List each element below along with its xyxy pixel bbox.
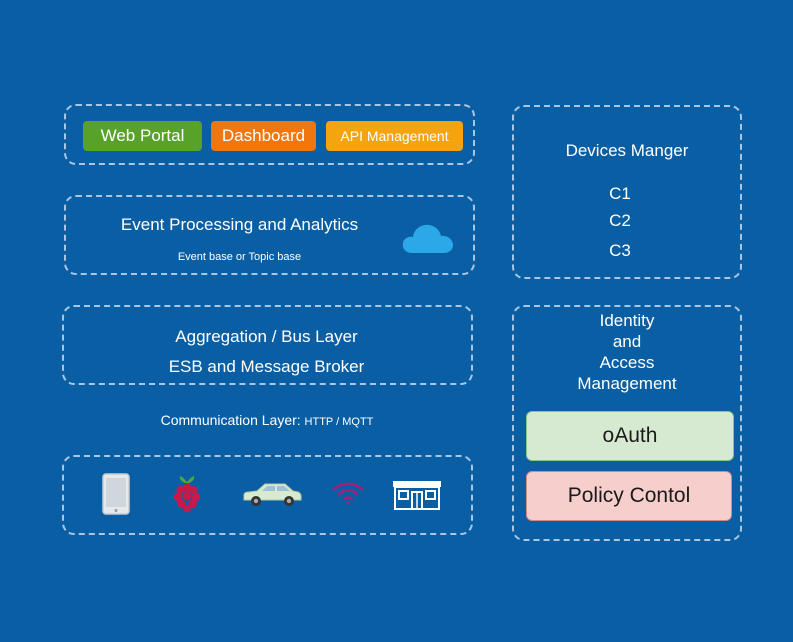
communication-protocols: HTTP / MQTT [304, 416, 374, 428]
policy-control-button[interactable]: Policy Contol [526, 471, 732, 521]
identity-line4: Management [577, 374, 677, 393]
web-portal-button[interactable]: Web Portal [83, 121, 202, 151]
api-management-label: API Management [340, 128, 449, 144]
api-management-button[interactable]: API Management [326, 121, 463, 151]
policy-control-label: Policy Contol [567, 484, 691, 507]
devices-box [62, 455, 473, 535]
event-processing-subtitle: Event base or Topic base [177, 251, 302, 263]
raspberry-pi-icon [173, 476, 201, 513]
device-item-c2: C2 [609, 211, 631, 230]
identity-line2: and [612, 332, 642, 351]
portal-layer-box: Web Portal Dashboard API Management [64, 104, 475, 165]
dashboard-label: Dashboard [221, 126, 306, 145]
mobile-phone-icon [102, 473, 130, 515]
aggregation-line2: ESB and Message Broker [168, 357, 365, 376]
communication-layer-label: Communication Layer: HTTP / MQTT [0, 412, 534, 428]
oauth-label: oAuth [602, 424, 658, 447]
communication-label: Communication Layer: [160, 412, 301, 428]
identity-line1: Identity [599, 311, 655, 330]
event-processing-box: Event Processing and Analytics Event bas… [64, 195, 475, 275]
device-item-c3: C3 [609, 241, 631, 260]
identity-access-box: Identity and Access Management oAuth Pol… [512, 305, 742, 541]
wifi-icon [332, 482, 364, 505]
aggregation-line1: Aggregation / Bus Layer [175, 327, 358, 346]
web-portal-label: Web Portal [100, 126, 185, 145]
oauth-button[interactable]: oAuth [526, 411, 734, 461]
devices-manager-box: Devices Manger C1 C2 C3 [512, 105, 742, 279]
identity-line3: Access [599, 353, 655, 372]
device-item-c1: C1 [609, 184, 631, 203]
car-icon [243, 483, 302, 506]
house-icon [393, 481, 441, 510]
cloud-icon [402, 224, 453, 253]
devices-manager-title: Devices Manger [565, 141, 689, 160]
aggregation-box: Aggregation / Bus Layer ESB and Message … [62, 305, 473, 385]
event-processing-title: Event Processing and Analytics [120, 215, 359, 234]
dashboard-button[interactable]: Dashboard [211, 121, 316, 151]
